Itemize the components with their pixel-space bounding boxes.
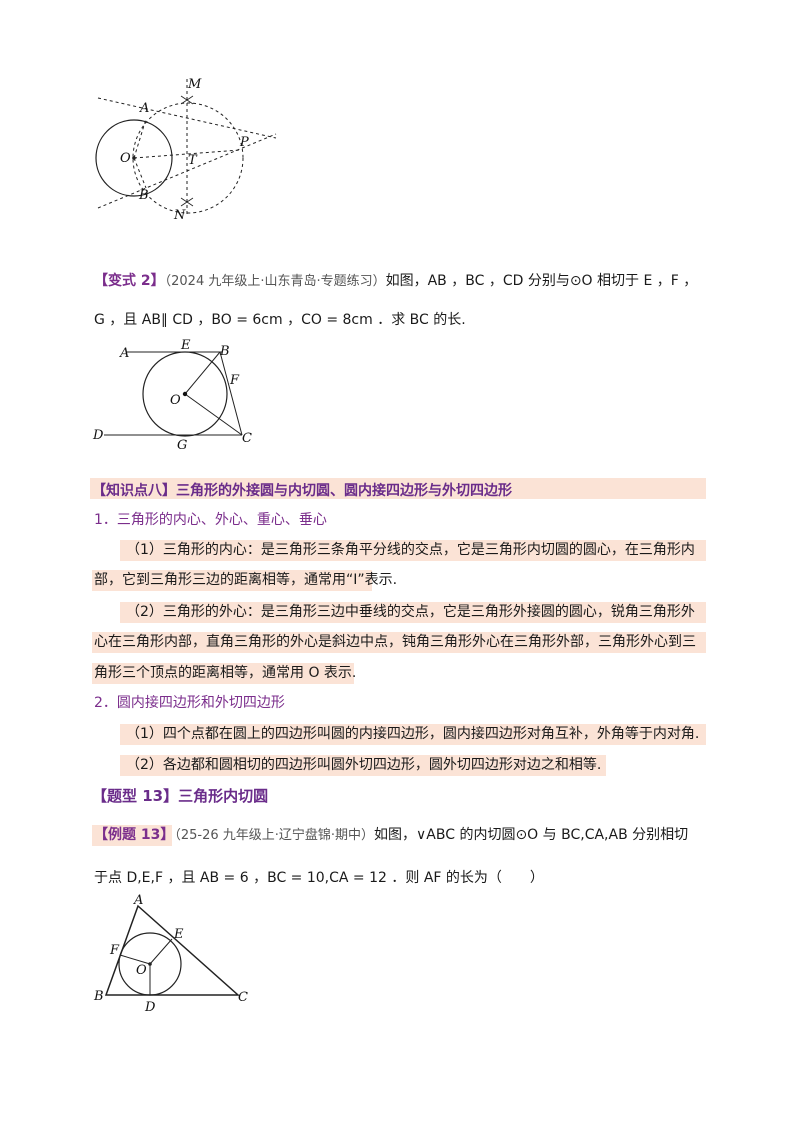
label-c: C	[238, 990, 248, 1005]
label-b: B	[219, 344, 230, 359]
label-b: B	[93, 989, 104, 1004]
label-e: E	[173, 927, 184, 942]
variant2-tag: 【变式 2】	[94, 273, 165, 289]
figure-circles-tangent-construction: M A O T P B N	[95, 77, 277, 223]
label-o: O	[120, 151, 131, 166]
kp8-q1: （1）四个点都在圆上的四边形叫圆的内接四边形，圆内接四边形对角互补，外角等于内对…	[126, 726, 700, 742]
variant2-question-line1: 如图，AB ，BC ，CD 分别与⊙O 相切于 E ，F ，	[385, 273, 698, 289]
kp8-p1b: 部，它到三角形三边的距离相等，通常用“I”表示.	[94, 572, 398, 588]
point-o	[182, 391, 188, 397]
point-o	[132, 156, 136, 160]
label-a: A	[119, 346, 129, 361]
label-d: D	[144, 1000, 156, 1014]
variant2-line2: G ，且 AB∥ CD ，BO = 6cm ，CO = 8cm ．求 BC 的长…	[94, 309, 706, 331]
point-o	[148, 962, 152, 966]
example13-tag: 【例题 13】	[94, 827, 175, 843]
line-pa	[97, 97, 277, 139]
label-b: B	[138, 188, 149, 203]
variant2-question-line2: G ，且 AB∥ CD ，BO = 6cm ，CO = 8cm ．求 BC 的长…	[94, 312, 466, 328]
example13-question-line1: 如图，∨ABC 的内切圆⊙O 与 BC,CA,AB 分别相切	[374, 827, 689, 843]
kp8-title-band	[90, 478, 706, 499]
label-c: C	[242, 431, 252, 446]
kp8-band-p2c	[92, 663, 354, 684]
label-o: O	[136, 963, 147, 978]
line-ob	[184, 351, 221, 395]
example13-tag-band	[92, 825, 172, 846]
kp8-title: 【知识点八】三角形的外接圆与内切圆、圆内接四边形与外切四边形	[92, 483, 512, 499]
label-g: G	[177, 438, 187, 450]
kp8-section1: 1．三角形的内心、外心、重心、垂心	[94, 512, 327, 528]
arc-mark-m	[180, 95, 194, 105]
label-t: T	[188, 153, 198, 168]
label-p: P	[239, 135, 249, 150]
type13-title: 【题型 13】三角形内切圆	[92, 787, 269, 805]
variant2-source: （2024 九年级上·山东青岛·专题练习）	[164, 274, 386, 289]
circle-o	[95, 119, 173, 197]
kp8-band-q2	[120, 755, 606, 776]
kp8-band-p2b	[92, 632, 706, 653]
line-ob	[133, 157, 147, 189]
label-a: A	[133, 894, 143, 908]
example13-line2: 于点 D,E,F ，且 AB = 6 ，BC = 10,CA = 12 ．则 A…	[94, 867, 706, 889]
kp8-band-p1a	[120, 540, 706, 561]
arc-mark-n	[180, 197, 194, 207]
kp8-p2a: （2）三角形的外心：是三角形三边中垂线的交点，它是三角形外接圆的圆心，锐角三角形…	[126, 604, 695, 620]
label-f: F	[109, 943, 120, 958]
label-o: O	[170, 393, 181, 408]
kp8-p1a: （1）三角形的内心：是三角形三条角平分线的交点，它是三角形内切圆的圆心，在三角形…	[126, 542, 695, 558]
label-e: E	[180, 338, 191, 353]
kp8-band-q1	[120, 724, 706, 745]
example13-question-line2: 于点 D,E,F ，且 AB = 6 ，BC = 10,CA = 12 ．则 A…	[94, 870, 544, 886]
example13-source: （25-26 九年级上·辽宁盘锦·期中）	[174, 828, 375, 843]
kp8-band-p2a	[120, 602, 706, 623]
variant2-line1: 【变式 2】（2024 九年级上·山东青岛·专题练习）如图，AB ，BC ，CD…	[94, 270, 706, 293]
label-a: A	[139, 101, 149, 116]
kp8-p2b: 心在三角形内部，直角三角形的外心是斜边中点，钝角三角形外心在三角形外部，三角形外…	[94, 634, 696, 650]
kp8-p2c: 角形三个顶点的距离相等，通常用 O 表示.	[94, 665, 357, 681]
label-n: N	[173, 208, 186, 223]
label-m: M	[187, 77, 202, 92]
figure-triangle-incircle: A E F O B D C	[93, 894, 248, 1014]
label-f: F	[229, 373, 240, 388]
example13-line1: 【例题 13】（25-26 九年级上·辽宁盘锦·期中）如图，∨ABC 的内切圆⊙…	[94, 824, 706, 847]
line-bc	[219, 351, 243, 436]
kp8-band-p1b	[92, 570, 372, 591]
line-oe	[149, 938, 173, 965]
line-of	[119, 954, 151, 965]
circle-o	[142, 351, 228, 437]
triangle-abc	[104, 904, 240, 996]
circle-t	[132, 102, 244, 214]
kp8-q2: （2）各边都和圆相切的四边形叫圆外切四边形，圆外切四边形对边之和相等.	[126, 757, 602, 773]
line-oc	[184, 393, 243, 436]
line-oa	[133, 118, 147, 159]
label-d: D	[92, 428, 104, 443]
figure-parallel-tangents: A E B F O D G C	[92, 338, 252, 450]
line-pb	[97, 133, 277, 209]
kp8-section2: 2．圆内接四边形和外切四边形	[94, 695, 285, 711]
